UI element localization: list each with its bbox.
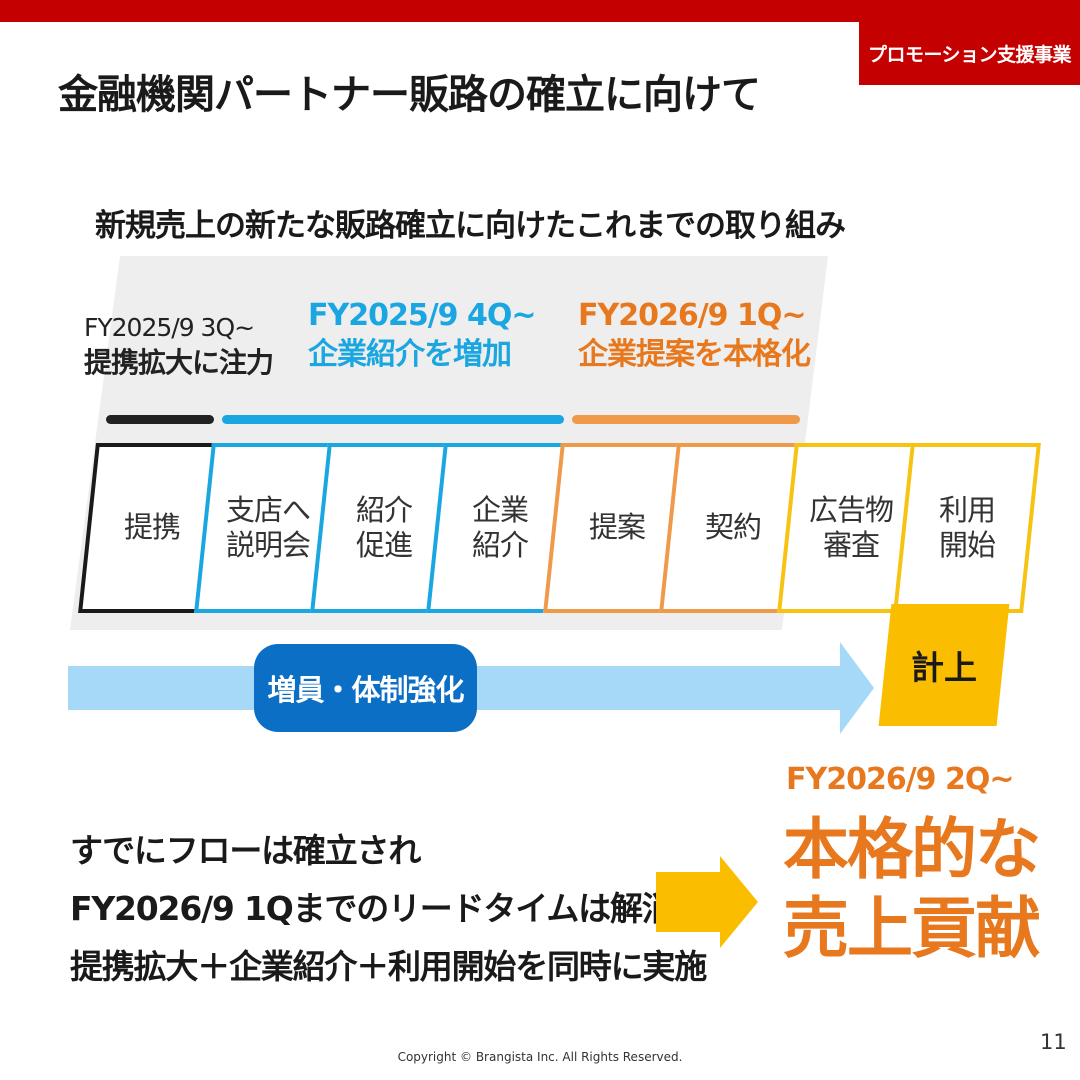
phase-2-bracket <box>222 415 564 424</box>
result-line-1: 本格的な <box>783 811 1041 888</box>
phase-3-label: FY2026/9 1Q~ 企業提案を本格化 <box>578 296 811 374</box>
step-label: 紹介 促進 <box>355 492 412 562</box>
revenue-label: 計上 <box>911 648 977 687</box>
section-tag: プロモーション支援事業 <box>859 22 1080 85</box>
phase-1-period: FY2025/9 3Q~ <box>84 313 255 342</box>
summary-line-2: FY2026/9 1Qまでのリードタイムは解消 <box>70 889 675 929</box>
phase-2-label: FY2025/9 4Q~ 企業紹介を増加 <box>308 296 537 374</box>
summary-line-3: 提携拡大＋企業紹介＋利用開始を同時に実施 <box>70 947 707 987</box>
page-title: 金融機関パートナー販路の確立に向けて <box>58 72 761 118</box>
result-headline: 本格的な 売上貢献 <box>783 810 1041 968</box>
step-label: 提案 <box>588 510 645 545</box>
result-arrow-icon <box>656 856 758 948</box>
step-label: 提携 <box>123 510 180 545</box>
staffing-pill: 増員・体制強化 <box>254 644 477 732</box>
phase-3-title: 企業提案を本格化 <box>578 337 811 372</box>
step-label: 広告物 審査 <box>808 492 893 562</box>
step-label: 支店へ 説明会 <box>225 492 310 562</box>
step-label: 契約 <box>704 510 761 545</box>
phase-2-title: 企業紹介を増加 <box>308 337 512 372</box>
phase-2-period: FY2025/9 4Q~ <box>308 298 537 333</box>
top-bar <box>0 0 1080 22</box>
step-usage-start: 利用 開始 <box>893 443 1041 613</box>
phase-3-period: FY2026/9 1Q~ <box>578 298 807 333</box>
phase-1-bracket <box>106 415 214 424</box>
section-subtitle: 新規売上の新たな販路確立に向けたこれまでの取り組み <box>95 208 846 244</box>
copyright: Copyright © Brangista Inc. All Rights Re… <box>397 1050 683 1064</box>
phase-1-label: FY2025/9 3Q~ 提携拡大に注力 <box>84 312 274 381</box>
summary-text: すでにフローは確立され FY2026/9 1Qまでのリードタイムは解消 提携拡大… <box>70 822 707 996</box>
phase-1-title: 提携拡大に注力 <box>84 345 274 379</box>
page-number: 11 <box>1040 1030 1067 1054</box>
timeline-arrow-head <box>840 642 874 734</box>
phase-3-bracket <box>572 415 800 424</box>
revenue-recognition-box: 計上 <box>878 604 1010 726</box>
result-line-2: 売上貢献 <box>783 890 1041 968</box>
step-label: 企業 紹介 <box>471 492 528 562</box>
summary-line-1: すでにフローは確立され <box>70 831 421 870</box>
result-period: FY2026/9 2Q~ <box>786 762 1015 797</box>
step-label: 利用 開始 <box>938 492 995 562</box>
